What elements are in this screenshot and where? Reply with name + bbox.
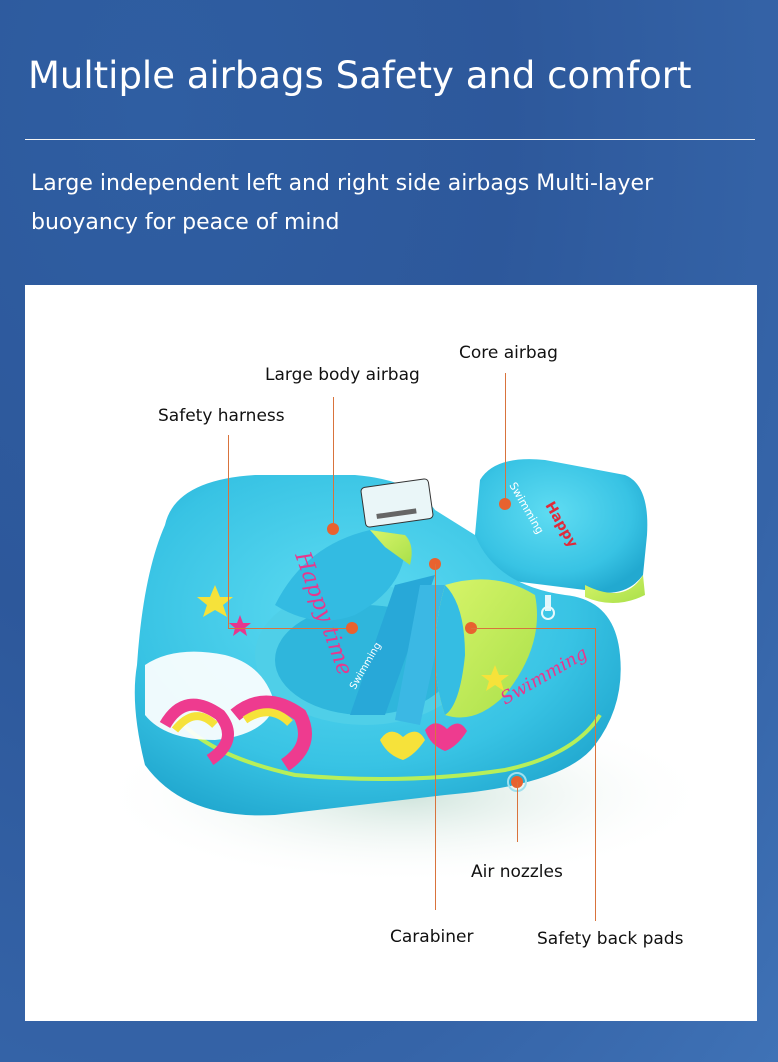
page-title: Multiple airbags Safety and comfort bbox=[28, 54, 692, 97]
safety-harness-dot bbox=[346, 622, 358, 634]
callout-label-safety-back-pads: Safety back pads bbox=[537, 929, 684, 949]
product-panel: Happy Swimming Swimming Happy time Swimm… bbox=[25, 285, 757, 1021]
core-airbag-dot bbox=[499, 498, 511, 510]
safety-harness-leader-line-horizontal bbox=[228, 628, 352, 629]
title-divider bbox=[25, 139, 755, 140]
callout-label-large-body-airbag: Large body airbag bbox=[265, 365, 420, 385]
safety-back-pads-leader-line-vertical bbox=[595, 628, 596, 921]
callout-label-air-nozzles: Air nozzles bbox=[471, 862, 563, 882]
callout-label-core-airbag: Core airbag bbox=[459, 343, 558, 363]
carabiner-leader-line bbox=[435, 564, 436, 910]
large-body-airbag-leader-line bbox=[333, 397, 334, 527]
callout-label-carabiner: Carabiner bbox=[390, 927, 474, 947]
swim-float-illustration: Happy Swimming Swimming Happy time Swimm… bbox=[95, 459, 715, 885]
safety-back-pads-leader-line-horizontal bbox=[471, 628, 596, 629]
callout-label-safety-harness: Safety harness bbox=[158, 406, 285, 426]
core-airbag-leader-line bbox=[505, 373, 506, 503]
safety-harness-leader-line-vertical bbox=[228, 435, 229, 628]
page-subtitle: Large independent left and right side ai… bbox=[31, 171, 654, 235]
large-body-airbag-dot bbox=[327, 523, 339, 535]
air-nozzles-leader-line bbox=[517, 782, 518, 842]
